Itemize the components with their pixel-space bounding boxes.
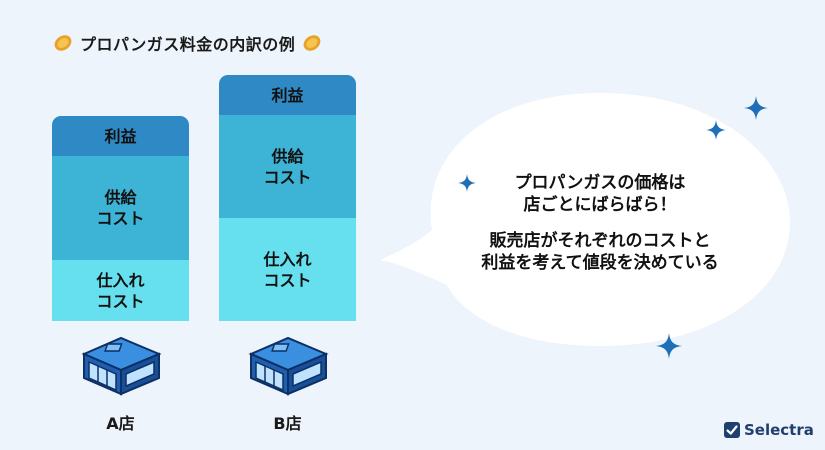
- profit-segment: 利益: [52, 116, 189, 156]
- sparkle-icon: [458, 174, 476, 192]
- supply-cost-segment: 供給 コスト: [52, 156, 189, 260]
- bubble-body: 販売店がそれぞれのコストと 利益を考えて値段を決めている: [455, 230, 745, 274]
- store-b-label: B店: [273, 414, 302, 433]
- bubble-line-3: 販売店がそれぞれのコストと: [489, 231, 711, 251]
- title-text: プロパンガス料金の内訳の例: [80, 35, 296, 54]
- profit-segment: 利益: [219, 75, 356, 115]
- bubble-line-2: 店ごとにばらばら！: [523, 195, 677, 215]
- bubble-headline: プロパンガスの価格は 店ごとにばらばら！: [455, 172, 745, 216]
- store-a-label: A店: [106, 414, 135, 433]
- bubble-line-1: プロパンガスの価格は: [514, 173, 686, 193]
- check-icon: [724, 422, 740, 438]
- sparkle-icon: [706, 120, 726, 140]
- bubble-line-4: 利益を考えて値段を決めている: [481, 253, 719, 273]
- store-b-bar: 利益 供給 コスト 仕入れ コスト: [219, 75, 356, 321]
- coin-icon: [54, 35, 72, 51]
- sparkle-icon: [744, 96, 768, 120]
- supply-cost-segment: 供給 コスト: [219, 115, 356, 218]
- store-a-bar: 利益 供給 コスト 仕入れ コスト: [52, 116, 189, 321]
- brand-logo: Selectra: [724, 421, 814, 439]
- store-building-icon: [248, 336, 329, 396]
- sparkle-icon: [656, 333, 682, 359]
- purchase-cost-segment: 仕入れ コスト: [219, 218, 356, 321]
- brand-name: Selectra: [744, 421, 814, 439]
- store-building-icon: [81, 336, 162, 396]
- diagram-title: プロパンガス料金の内訳の例: [52, 30, 323, 56]
- purchase-cost-segment: 仕入れ コスト: [52, 260, 189, 321]
- coin-icon: [303, 35, 321, 51]
